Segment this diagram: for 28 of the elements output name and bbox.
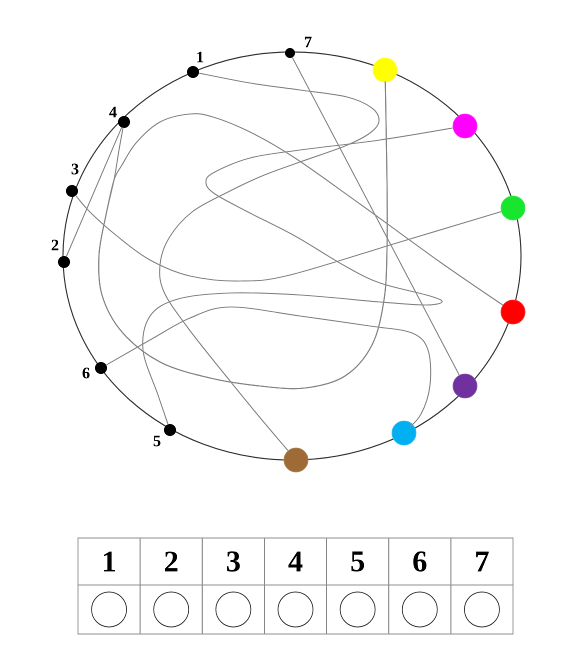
connecting-line	[76, 195, 502, 282]
number-label: 7	[304, 36, 312, 48]
connecting-line	[159, 72, 380, 451]
number-label: 2	[52, 240, 58, 250]
number-label: 4	[109, 106, 117, 118]
dot	[500, 196, 526, 220]
dot	[452, 114, 478, 138]
dot	[284, 448, 308, 472]
connecting-line	[292, 57, 460, 376]
table-cell: 2	[140, 538, 203, 586]
table-cell: 3	[202, 538, 265, 586]
table-cell: 1	[78, 538, 141, 586]
number-label: 5	[154, 436, 160, 446]
number-label: 3	[72, 164, 78, 174]
connecting-line	[142, 127, 453, 424]
connecting-line	[66, 127, 122, 257]
dot	[392, 420, 416, 446]
table-cell: 5	[326, 538, 390, 586]
table-cell: 4	[264, 538, 328, 586]
dot	[372, 58, 398, 82]
table-cell: 7	[450, 538, 514, 586]
dot	[500, 300, 526, 324]
connecting-line	[98, 82, 504, 390]
connecting-line	[106, 306, 432, 426]
table-cell: 6	[388, 538, 452, 586]
dot	[452, 374, 478, 398]
number-label: 1	[197, 52, 204, 62]
number-label: 6	[82, 368, 90, 378]
